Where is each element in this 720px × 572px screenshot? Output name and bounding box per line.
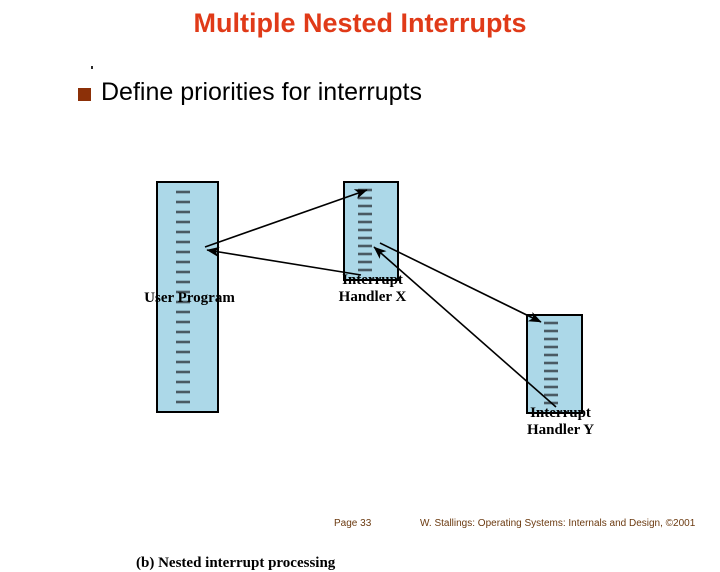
slide: Multiple Nested Interrupts Define priori… [0,8,720,571]
arrow-handler-x-to-handler-y [379,242,542,323]
page-number: Page 33 [334,518,372,529]
box-user-program [156,181,219,413]
box-interrupt-handler-x [343,181,399,281]
nested-interrupt-figure: User Program Interrupt Handler X Interru… [0,130,720,571]
figure-caption: (b) Nested interrupt processing [136,555,336,571]
arrow-handler-y-to-handler-x [373,246,557,408]
stray-dot-mark [91,66,93,69]
arrow-handler-x-to-user [206,246,362,276]
label-interrupt-handler-x: Interrupt Handler X [338,272,407,305]
arrow-user-to-handler-x [204,189,368,248]
square-bullet-icon [78,87,91,101]
figure-svg [156,181,583,414]
label-user-program: User Program [144,290,235,306]
bullet-item: Define priorities for interrupts [78,80,422,105]
page-title: Multiple Nested Interrupts [193,8,527,38]
box-interrupt-handler-y [526,314,583,414]
source-credit: W. Stallings: Operating Systems: Interna… [420,518,696,529]
handler-y-instruction-dashes [544,321,558,405]
label-interrupt-handler-y: Interrupt Handler Y [526,405,595,438]
user-program-instruction-dashes [176,190,190,404]
bullet-item-label: Define priorities for interrupts [101,78,422,106]
slide-footer: Page 33 W. Stallings: Operating Systems:… [0,518,720,536]
